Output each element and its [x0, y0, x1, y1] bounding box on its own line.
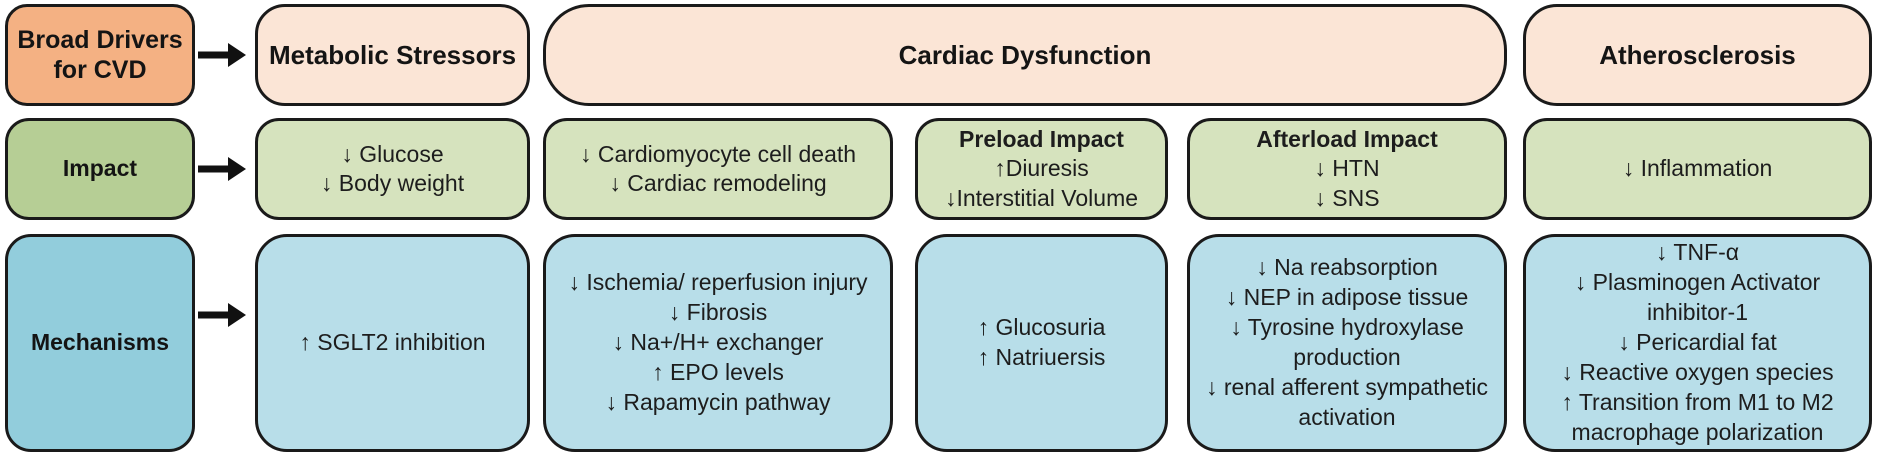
text-line: ↑ Natriuersis — [977, 344, 1106, 370]
impact-preload-lines: ↑Diuresis↓Interstitial Volume — [945, 154, 1138, 213]
row-label-broad-drivers: Broad Drivers for CVD — [5, 4, 195, 106]
impact-cardiac-lines: ↓ Cardiomyocyte cell death ↓ Cardiac remo… — [580, 140, 856, 199]
text-line: ↓ Cardiac remodeling — [609, 170, 827, 196]
text-line: ↓ Fibrosis — [668, 299, 768, 326]
mechanisms-row: Mechanisms ↑ SGLT2 inhibition ↓ Ischemia… — [5, 234, 1872, 452]
atherosclerosis-text: Atherosclerosis — [1599, 39, 1796, 70]
mechanisms-preload-box: ↑ Glucosuria ↑ Natriuersis — [915, 234, 1168, 452]
impact-right-arrow-icon — [198, 156, 246, 182]
impact-metabolic-lines: ↓ Glucose ↓ Body weight — [321, 140, 464, 199]
text-line: ↓ renal afferent sympathetic activation — [1205, 373, 1489, 430]
impact-atherosclerosis-box: ↓ Inflammation — [1523, 118, 1872, 220]
text-line: ↓ HTN — [1314, 155, 1380, 182]
text-line: ↑ EPO levels — [652, 358, 784, 385]
broad-drivers-label-text: Broad Drivers for CVD — [17, 25, 183, 85]
impact-atherosclerosis-lines: ↓ Inflammation — [1623, 154, 1773, 183]
drivers-right-arrow-icon — [198, 42, 246, 68]
text-line: ↓ Pericardial fat — [1618, 329, 1777, 356]
mechanisms-metabolic-lines: ↑ SGLT2 inhibition — [299, 328, 485, 358]
text-line: ↓ Body weight — [320, 170, 465, 196]
text-line: ↓ Reactive oxygen species — [1561, 358, 1834, 385]
cardiac-dysfunction-text: Cardiac Dysfunction — [898, 39, 1152, 70]
text-line: ↑Diuresis — [994, 155, 1089, 182]
impact-afterload-box: Afterload Impact ↓ HTN↓ SNS — [1187, 118, 1507, 220]
mechanisms-preload-lines: ↑ Glucosuria ↑ Natriuersis — [978, 313, 1106, 373]
row-label-impact: Impact — [5, 118, 195, 220]
text-line: ↓ Tyrosine hydroxylase production — [1230, 314, 1464, 370]
header-row: Broad Drivers for CVD Metabolic Stressor… — [5, 4, 1872, 106]
text-line: ↓ Inflammation — [1622, 155, 1773, 182]
text-line: ↑ SGLT2 inhibition — [299, 329, 486, 356]
text-line: ↓ Cardiomyocyte cell death — [579, 140, 857, 167]
impact-cardiac-box: ↓ Cardiomyocyte cell death ↓ Cardiac remo… — [543, 118, 893, 220]
text-line: ↓ NEP in adipose tissue — [1225, 284, 1469, 311]
text-line: ↓ SNS — [1314, 184, 1380, 211]
text-line: ↓ Glucose — [341, 140, 444, 167]
text-line: ↓ Na+/H+ exchanger — [612, 329, 824, 356]
text-line: ↓Interstitial Volume — [944, 184, 1139, 211]
mechanisms-afterload-box: ↓ Na reabsorption ↓ NEP in adipose tissue… — [1187, 234, 1507, 452]
afterload-impact-title: Afterload Impact — [1256, 125, 1438, 152]
text-line: ↓ TNF-α — [1655, 239, 1740, 266]
header-atherosclerosis: Atherosclerosis — [1523, 4, 1872, 106]
text-line: ↓ Na reabsorption — [1256, 254, 1438, 281]
text-line: ↑ Transition from M1 to M2 macrophage po… — [1561, 388, 1834, 445]
impact-preload-box: Preload Impact ↑Diuresis↓Interstitial Vo… — [915, 118, 1168, 220]
impact-metabolic-box: ↓ Glucose ↓ Body weight — [255, 118, 530, 220]
mechanisms-atherosclerosis-box: ↓ TNF-α ↓ Plasminogen Activator inhibitor… — [1523, 234, 1872, 452]
text-line: ↓ Ischemia/ reperfusion injury — [568, 269, 868, 296]
mechanisms-right-arrow-icon — [198, 302, 246, 328]
header-metabolic-stressors: Metabolic Stressors — [255, 4, 530, 106]
impact-label-text: Impact — [62, 155, 138, 182]
mechanisms-afterload-lines: ↓ Na reabsorption ↓ NEP in adipose tissue… — [1198, 253, 1496, 432]
row-label-mechanisms: Mechanisms — [5, 234, 195, 452]
preload-impact-title: Preload Impact — [959, 125, 1124, 152]
mechanisms-metabolic-box: ↑ SGLT2 inhibition — [255, 234, 530, 452]
mechanisms-atherosclerosis-lines: ↓ TNF-α ↓ Plasminogen Activator inhibitor… — [1534, 238, 1861, 447]
metabolic-stressors-text: Metabolic Stressors — [268, 39, 517, 70]
header-cardiac-dysfunction: Cardiac Dysfunction — [543, 4, 1507, 106]
mechanisms-cardiac-box: ↓ Ischemia/ reperfusion injury ↓ Fibrosis… — [543, 234, 893, 452]
impact-row: Impact ↓ Glucose ↓ Body weight ↓ Cardiomy… — [5, 118, 1872, 220]
text-line: ↑ Glucosuria — [977, 314, 1106, 341]
mechanisms-label-text: Mechanisms — [30, 329, 170, 356]
mechanisms-cardiac-lines: ↓ Ischemia/ reperfusion injury ↓ Fibrosis… — [568, 268, 867, 417]
text-line: ↓ Plasminogen Activator inhibitor-1 — [1574, 269, 1821, 326]
text-line: ↓ Rapamycin pathway — [605, 388, 831, 415]
impact-afterload-lines: ↓ HTN↓ SNS — [1314, 154, 1379, 213]
